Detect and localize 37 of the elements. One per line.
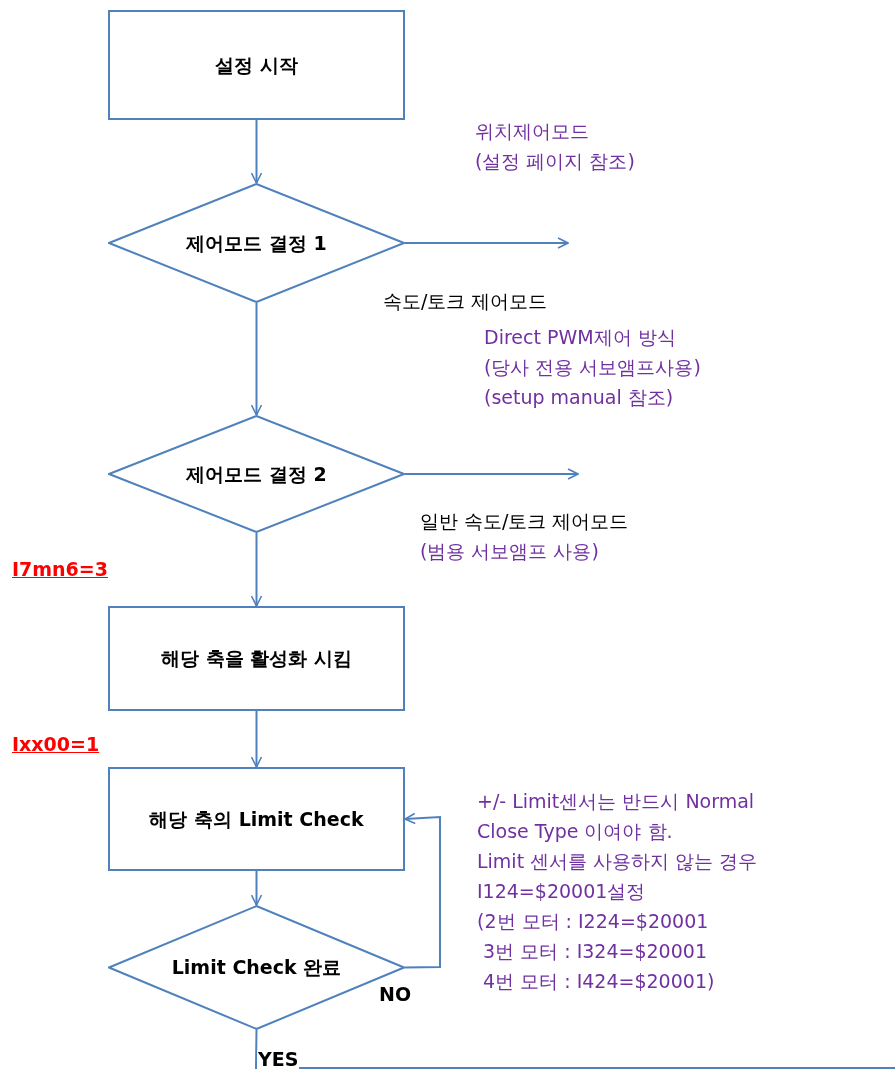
note-text: 일반 속도/토크 제어모드 xyxy=(420,509,629,534)
note-text: I124=$20001설정 xyxy=(477,879,646,904)
parameter-label: Ixx00=1 xyxy=(12,732,100,757)
process-box xyxy=(108,767,405,871)
note-text: (당사 전용 서보앰프사용) xyxy=(484,355,701,380)
arrow xyxy=(250,870,263,906)
step-label: 해당 축의 Limit Check xyxy=(149,806,364,832)
step-label: 제어모드 결정 2 xyxy=(186,461,327,487)
edge-label: YES xyxy=(257,1050,300,1069)
note-text: (setup manual 참조) xyxy=(484,385,674,410)
note-text: (설정 페이지 참조) xyxy=(475,149,635,174)
process-box xyxy=(108,606,405,711)
parameter-label: I7mn6=3 xyxy=(12,557,108,582)
arrow xyxy=(404,237,569,249)
decision-diamond xyxy=(108,415,405,533)
process-box xyxy=(108,10,405,120)
edge-label: NO xyxy=(378,985,413,1004)
arrow xyxy=(250,119,263,184)
arrow xyxy=(404,468,579,480)
note-text: Close Type 이여야 함. xyxy=(477,819,673,844)
note-text: (범용 서보앰프 사용) xyxy=(420,539,599,564)
note-text: +/- Limit센서는 반드시 Normal xyxy=(477,789,755,814)
arrow xyxy=(404,812,441,969)
note-text: 위치제어모드 xyxy=(475,119,589,144)
step-label: 해당 축을 활성화 시킴 xyxy=(161,646,352,672)
step-label: 제어모드 결정 1 xyxy=(186,230,327,256)
note-text: 3번 모터 : I324=$20001 xyxy=(482,939,707,964)
note-text: 4번 모터 : I424=$20001) xyxy=(482,969,715,994)
note-text: Direct PWM제어 방식 xyxy=(484,325,676,350)
step-label: Limit Check 완료 xyxy=(171,955,342,981)
arrow xyxy=(250,710,263,768)
step-label: 설정 시작 xyxy=(215,52,298,78)
arrow xyxy=(250,302,263,416)
arrow xyxy=(250,532,263,607)
note-text: Limit 센서를 사용하지 않는 경우 xyxy=(477,849,758,874)
note-text: (2번 모터 : I224=$20001 xyxy=(477,909,709,934)
note-text: 속도/토크 제어모드 xyxy=(383,289,548,314)
